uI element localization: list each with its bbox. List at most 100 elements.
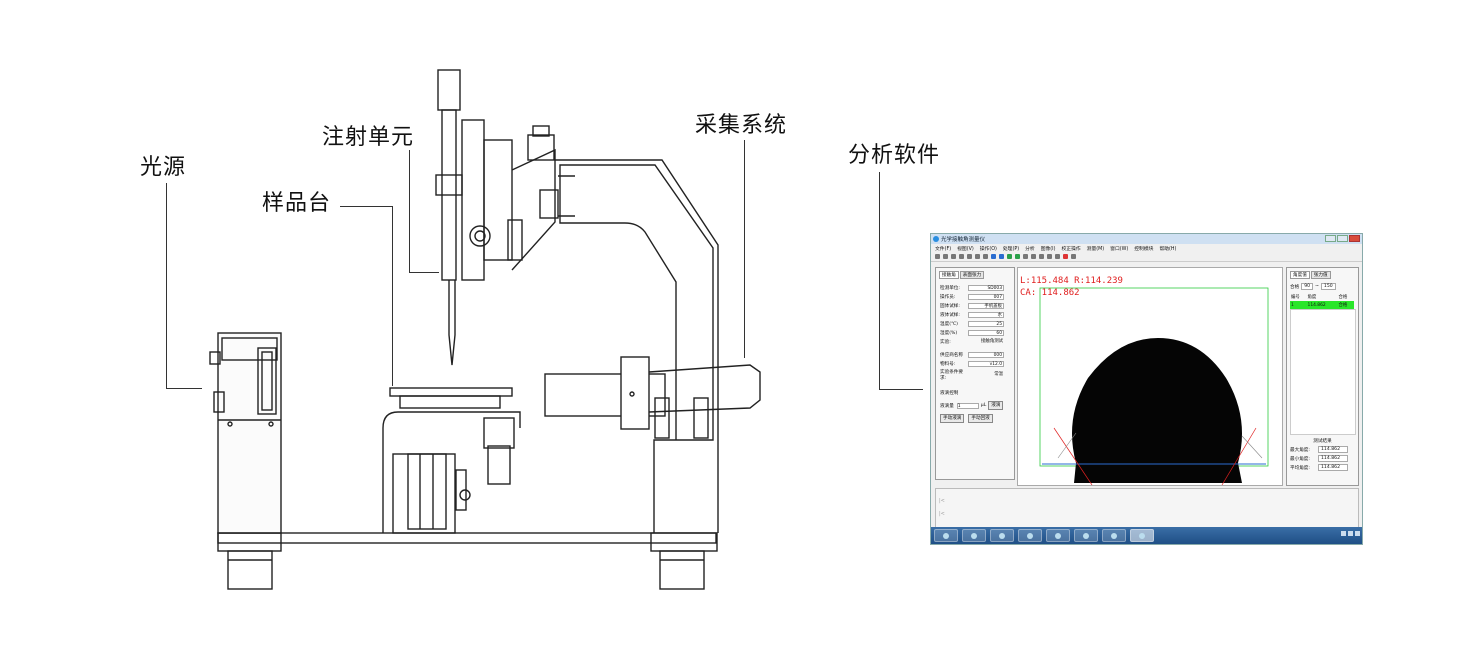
copy-icon[interactable] [1031, 254, 1036, 259]
app-drop-icon [933, 236, 939, 242]
tray-icon[interactable] [1341, 531, 1346, 536]
field-input[interactable]: 25 [968, 320, 1004, 327]
table-body-area [1290, 309, 1356, 435]
grid-icon[interactable] [967, 254, 972, 259]
menu-item[interactable]: 视图(V) [957, 246, 974, 252]
manual-drop-button[interactable]: 手动液滴 [940, 414, 965, 423]
drop-volume-input[interactable]: 1 [956, 402, 979, 409]
menu-item[interactable]: 图像(I) [1040, 246, 1056, 252]
tab-surface-tension[interactable]: 表面张力 [959, 271, 985, 279]
result-value: 114.862 [1318, 464, 1348, 471]
leader-injection-unit [409, 150, 410, 272]
tray-icon[interactable] [1348, 531, 1353, 536]
field-row: 操作员: 007 [940, 292, 1014, 301]
measure-icon[interactable] [1007, 254, 1012, 259]
pause-icon[interactable] [943, 254, 948, 259]
menu-item[interactable]: 处理(P) [1002, 246, 1020, 252]
angle-lr-readout: L:115.484 R:114.239 [1020, 276, 1123, 286]
result-row: 最小角度:114.862 [1290, 455, 1358, 462]
leader-analysis-software-h [879, 389, 923, 390]
taskbar-drop-app-icon[interactable] [1130, 529, 1154, 542]
taskbar-folder-icon[interactable] [1018, 529, 1042, 542]
menu-item[interactable]: 控制模块 [1134, 246, 1154, 252]
fit-icon[interactable] [1071, 254, 1076, 259]
field-label: 实验条件要求: [940, 370, 963, 381]
window-titlebar: 光学接触角测量仪 [931, 234, 1362, 244]
field-input[interactable]: 60 [968, 329, 1004, 336]
field-input[interactable]: 水 [968, 311, 1004, 318]
range-min-select[interactable]: 90 [1301, 283, 1314, 290]
range-max-select[interactable]: 150 [1320, 283, 1336, 290]
log-marker-icon: |< [939, 498, 945, 504]
field-input[interactable]: 接触角测试 [981, 338, 1003, 344]
menu-item[interactable]: 操作(O) [979, 246, 997, 252]
droplet-image-view[interactable]: L:115.484 R:114.239 CA: 114.862 [1017, 267, 1283, 486]
zoom-icon[interactable] [999, 254, 1004, 259]
field-row: 液体试样:水 [940, 310, 1014, 319]
menu-item[interactable]: 文件(F) [935, 246, 952, 252]
drop-unit: μL [980, 403, 987, 408]
taskbar-app-icon[interactable] [1102, 529, 1126, 542]
print-icon[interactable] [1047, 254, 1052, 259]
droplet-image [1039, 287, 1269, 485]
field-row: 湿度(%)60 [940, 328, 1014, 337]
drop-button[interactable]: 液滴 [988, 401, 1004, 410]
field-input[interactable]: 常温 [994, 372, 1003, 377]
tab-angle-values[interactable]: 角度值 [1290, 271, 1310, 279]
field-row: 温度(℃) 25 [940, 319, 1014, 328]
menu-item[interactable]: 分析 [1025, 246, 1035, 252]
table-cell: 1 [1290, 301, 1307, 309]
tray-icon[interactable] [1355, 531, 1360, 536]
table-header: 合格 [1338, 295, 1348, 300]
field-input[interactable]: 000 [968, 351, 1004, 358]
field-input[interactable]: 手机盖板 [968, 302, 1004, 309]
crosshair-icon[interactable] [991, 254, 996, 259]
field-input[interactable]: SD003 [968, 284, 1004, 291]
leader-injection-unit-h [409, 272, 439, 273]
camera-icon[interactable] [951, 254, 956, 259]
taskbar-app-icon[interactable] [990, 529, 1014, 542]
heart-icon[interactable] [1063, 254, 1068, 259]
help-icon[interactable] [1055, 254, 1060, 259]
field-label: 操作员: [940, 294, 956, 300]
drop-volume-label: 液滴量 [940, 403, 954, 409]
menu-item[interactable]: 测量(M) [1086, 246, 1105, 252]
manual-retract-button[interactable]: 手动回液 [968, 414, 993, 423]
tilt-left-icon[interactable] [975, 254, 980, 259]
tab-tension-values[interactable]: 张力值 [1310, 271, 1331, 279]
tab-contact-angle[interactable]: 接触角 [939, 271, 959, 279]
table-header: 角度 [1307, 295, 1317, 300]
window-controls [1325, 235, 1360, 242]
taskbar-browser-icon[interactable] [1046, 529, 1070, 542]
result-label: 最大角度: [1290, 447, 1310, 453]
label-light-source: 光源 [140, 155, 187, 180]
field-input[interactable]: v12.0 [968, 360, 1004, 367]
stop-icon[interactable] [959, 254, 964, 259]
field-label: 温度(℃) [940, 321, 958, 327]
table-row[interactable]: 1 114.862 合格 [1290, 301, 1354, 309]
maximize-icon[interactable] [1337, 235, 1348, 242]
menu-item[interactable]: 窗口(W) [1110, 246, 1129, 252]
leader-analysis-software [879, 172, 880, 389]
taskbar-app-icon[interactable] [1074, 529, 1098, 542]
sample-stage-assembly [382, 387, 521, 534]
menu-item[interactable]: 校正操作 [1061, 246, 1081, 252]
minimize-icon[interactable] [1325, 235, 1336, 242]
field-input[interactable]: 007 [968, 293, 1004, 300]
result-row: 最大角度:114.862 [1290, 446, 1358, 453]
cut-icon[interactable] [1023, 254, 1028, 259]
tilt-right-icon[interactable] [983, 254, 988, 259]
analyze-icon[interactable] [1015, 254, 1020, 259]
menu-item[interactable]: 帮助(H) [1159, 246, 1177, 252]
field-label: 固体试样: [940, 303, 960, 309]
injection-syringe-unit [435, 69, 575, 366]
close-icon[interactable] [1349, 235, 1360, 242]
drop-volume-row: 液滴量 1 μL 液滴 [940, 401, 1014, 410]
paste-icon[interactable] [1039, 254, 1044, 259]
play-icon[interactable] [935, 254, 940, 259]
taskbar-app-icon[interactable] [962, 529, 986, 542]
manual-buttons-row: 手动液滴 手动回液 [940, 414, 1014, 423]
start-orb-icon[interactable] [934, 529, 958, 542]
field-row: 固体试样: 手机盖板 [940, 301, 1014, 310]
